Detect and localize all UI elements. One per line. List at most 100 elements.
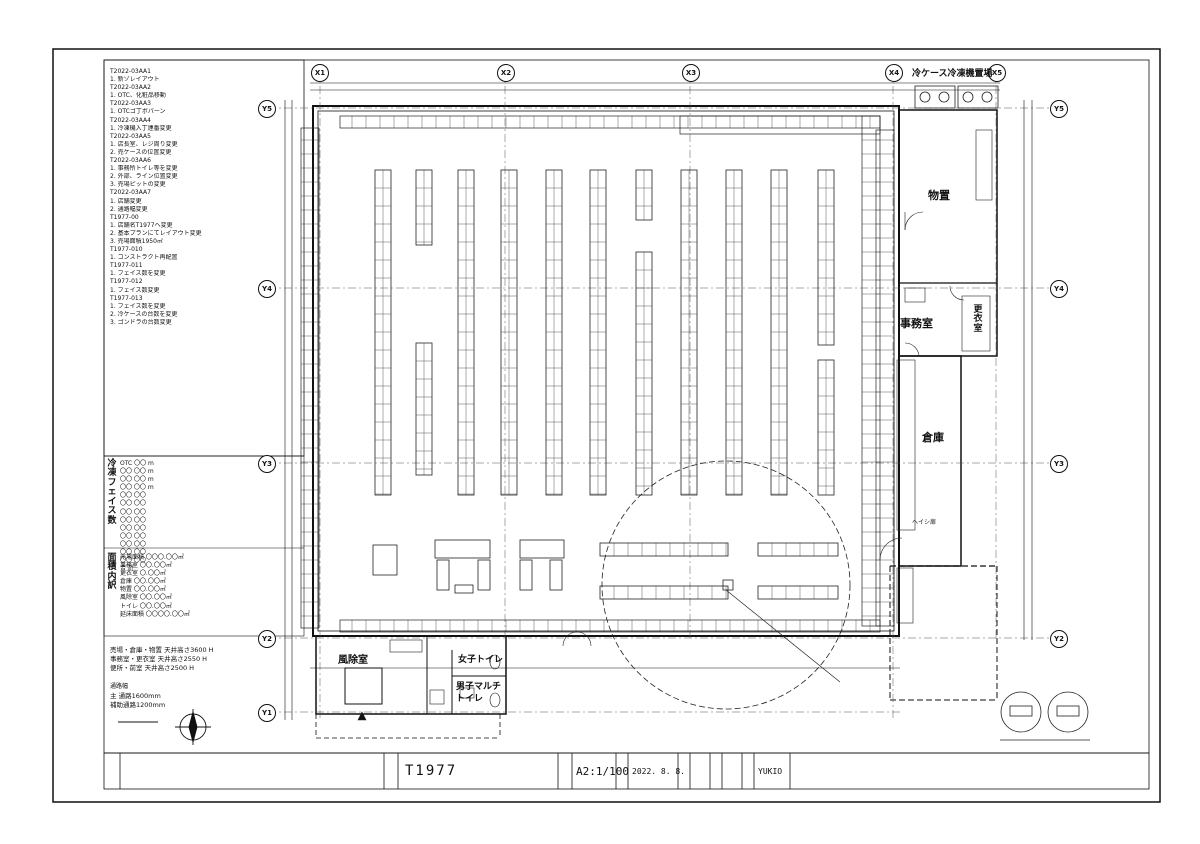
face-count-title: 冷凍フェイス数 bbox=[107, 459, 117, 526]
grid-tag-y2-left: Y2 bbox=[258, 630, 276, 648]
revision-note: 1. フェイス数を変更 bbox=[110, 302, 166, 310]
aisle-row: 主 通路1600mm bbox=[110, 692, 161, 700]
revision-note: 3. ゴンドラの台数変更 bbox=[110, 318, 172, 326]
face-count-row: 〇〇 〇〇 bbox=[120, 524, 146, 532]
revision-note: T1977-011 bbox=[110, 262, 143, 270]
revision-note: T1977-00 bbox=[110, 213, 139, 221]
revision-note: 1. 店舗変更 bbox=[110, 197, 142, 205]
grid-tag-x4: X4 bbox=[885, 64, 903, 82]
drawing-number: T1977 bbox=[405, 763, 458, 779]
face-count-row: 〇〇 〇〇 bbox=[120, 500, 146, 508]
shelf-divisions bbox=[375, 170, 834, 495]
grid-tag-x2: X2 bbox=[497, 64, 515, 82]
height-row: 事務室・更衣室 天井高さ2550 H bbox=[110, 654, 208, 663]
grid-tag-y2-right: Y2 bbox=[1050, 630, 1068, 648]
room-office: 事務室 bbox=[900, 317, 933, 330]
drawing-date: 2022. 8. 8. bbox=[632, 767, 685, 776]
grid-tag-x5: X5 bbox=[988, 64, 1006, 82]
room-womens-toilet: 女子トイレ bbox=[458, 655, 504, 665]
height-row: 売場・倉庫・物置 天井高さ3600 H bbox=[110, 646, 214, 654]
grid-tag-y4-left: Y4 bbox=[258, 280, 276, 298]
face-count-row: 〇〇 〇〇 m bbox=[120, 468, 154, 476]
revision-note: T2022-03AA6 bbox=[110, 157, 151, 165]
toilet-fixtures bbox=[357, 639, 501, 721]
grid-tag-x3: X3 bbox=[682, 64, 700, 82]
revision-note: 3. 売場面積1950㎡ bbox=[110, 237, 163, 245]
grid-tag-y3-right: Y3 bbox=[1050, 455, 1068, 473]
detail-circles bbox=[1000, 691, 1090, 741]
drawer-name: YUKIO bbox=[758, 767, 783, 776]
revision-note: 1. 店舗名T1977へ変更 bbox=[110, 221, 173, 229]
grid-tag-y4-right: Y4 bbox=[1050, 280, 1068, 298]
refrigeration-units bbox=[914, 85, 999, 109]
revision-note: T2022-03AA2 bbox=[110, 84, 151, 92]
face-count-row: 〇〇 〇〇 bbox=[120, 508, 146, 516]
face-count-row: OTC 〇〇 m bbox=[120, 460, 154, 467]
revision-note: 2. 基本プランにてレイアウト変更 bbox=[110, 229, 202, 237]
revision-note: 2. 売ケースの位置変更 bbox=[110, 148, 172, 156]
revision-note: 3. 売場ピットの変更 bbox=[110, 181, 166, 189]
revision-note: 1. フェイス数を変更 bbox=[110, 270, 166, 278]
checkout-area bbox=[372, 539, 839, 600]
grid-tag-y5-left: Y5 bbox=[258, 100, 276, 118]
face-count-row: 〇〇 〇〇 bbox=[120, 540, 146, 548]
revision-note: 1. フェイス数変更 bbox=[110, 286, 160, 294]
revision-note: 2. 外部、ライン位置変更 bbox=[110, 173, 178, 181]
revision-note: 2. 通路幅変更 bbox=[110, 205, 148, 213]
revision-note: 1. 冷凍機入丁連番変更 bbox=[110, 124, 172, 132]
grid-tag-y1-left: Y1 bbox=[258, 704, 276, 722]
perimeter-divisions bbox=[301, 116, 894, 632]
room-changing: 更衣室 bbox=[973, 305, 983, 334]
area-row: 倉庫 〇〇.〇〇㎡ bbox=[120, 578, 166, 586]
area-row: 風除室 〇〇.〇〇㎡ bbox=[120, 594, 172, 602]
face-count-row: 〇〇 〇〇 m bbox=[120, 476, 154, 484]
north-arrow bbox=[118, 709, 211, 745]
grid-tag-x1: X1 bbox=[311, 64, 329, 82]
revision-note: T2022-03AA7 bbox=[110, 189, 151, 197]
room-warehouse: 倉庫 bbox=[922, 431, 944, 444]
area-row: 更衣室 〇.〇〇㎡ bbox=[120, 570, 166, 578]
room-storage: 物置 bbox=[928, 189, 950, 202]
dimension-lines bbox=[284, 82, 1033, 720]
highlight-circle bbox=[601, 460, 851, 710]
face-count-row: 〇〇 〇〇 bbox=[120, 549, 146, 557]
revision-note: T2022-03AA1 bbox=[110, 68, 151, 75]
aisle-title: 通路幅 bbox=[110, 683, 129, 690]
revision-note: T2022-03AA3 bbox=[110, 100, 151, 108]
title-block bbox=[103, 752, 1150, 790]
revision-note: 1. OTCゴ丁ボパーン bbox=[110, 108, 166, 116]
face-count-row: 〇〇 〇〇 bbox=[120, 516, 146, 524]
revision-note: T1977-013 bbox=[110, 294, 143, 302]
grid-tag-y3-left: Y3 bbox=[258, 455, 276, 473]
revision-note: 1. 新ゾレイアウト bbox=[110, 76, 160, 84]
warehouse-door-label: ヘイシ扉 bbox=[912, 519, 937, 526]
area-row: トイレ 〇〇.〇〇㎡ bbox=[120, 602, 172, 610]
revision-note: T1977-010 bbox=[110, 246, 143, 254]
face-count-row: 〇〇 〇〇 bbox=[120, 557, 146, 565]
revision-note: 1. コンストラクト再配置 bbox=[110, 254, 178, 262]
area-row: 物置 〇〇.〇〇㎡ bbox=[120, 586, 166, 594]
grid-tag-y5-right: Y5 bbox=[1050, 100, 1068, 118]
spec-frame bbox=[103, 455, 305, 637]
face-count-row: 〇〇 〇〇 bbox=[120, 492, 146, 500]
revision-note: T2022-03AA4 bbox=[110, 116, 151, 124]
sheet-border bbox=[52, 48, 1161, 803]
aisle-row: 補助通路1200mm bbox=[110, 700, 166, 709]
room-mens-toilet: 男子マルチトイレ bbox=[456, 682, 502, 704]
building-walls bbox=[312, 105, 998, 739]
revision-note: T2022-03AA5 bbox=[110, 132, 151, 140]
revision-note: T1977-012 bbox=[110, 278, 143, 286]
revision-note: 2. 冷ケースの台数を変更 bbox=[110, 310, 178, 318]
drawing-scale: A2:1/100 bbox=[576, 765, 629, 778]
area-row: 事務室 〇〇.〇〇㎡ bbox=[120, 562, 172, 570]
area-title: 面積内訳 bbox=[107, 553, 117, 592]
cold-case-label: 冷ケース冷凍機置場 bbox=[912, 69, 993, 79]
height-row: 便所・前室 天井高さ2500 H bbox=[110, 663, 195, 672]
area-row: 延床面積 〇〇〇〇.〇〇㎡ bbox=[120, 610, 190, 618]
area-row: 売場面積 〇〇〇.〇〇㎡ bbox=[120, 554, 184, 561]
